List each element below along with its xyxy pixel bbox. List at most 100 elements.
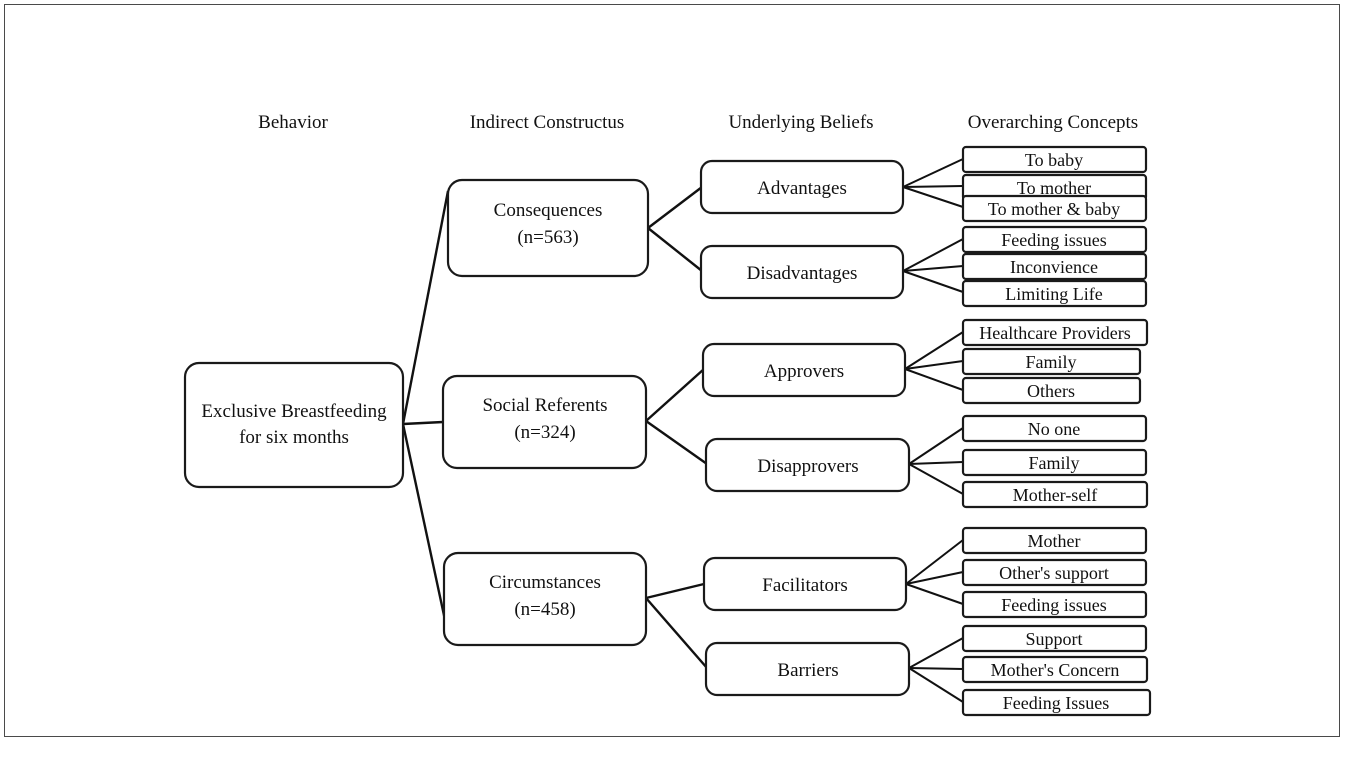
leaf-to-baby[interactable]: To baby xyxy=(961,145,1148,174)
family-1-label: Family xyxy=(1025,352,1076,372)
social-referents-box[interactable] xyxy=(441,374,648,470)
node-advantages[interactable]: Advantages xyxy=(699,159,905,215)
node-facilitators[interactable]: Facilitators xyxy=(702,556,908,612)
node-barriers[interactable]: Barriers xyxy=(704,641,911,697)
column-header-underlying-beliefs: Underlying Beliefs xyxy=(728,112,873,133)
feeding-issues-3-box[interactable] xyxy=(961,688,1152,717)
family-1-box[interactable] xyxy=(961,347,1142,376)
inconvience-box[interactable] xyxy=(961,252,1148,281)
connector-consequences-to-disadvantages xyxy=(647,227,703,272)
mother-box[interactable] xyxy=(961,526,1148,555)
inconvience-label: Inconvience xyxy=(1010,257,1098,277)
leaf-family-1[interactable]: Family xyxy=(961,347,1142,376)
others-box[interactable] xyxy=(961,376,1142,405)
leaf-mother[interactable]: Mother xyxy=(961,526,1148,555)
disapprovers-box[interactable] xyxy=(704,437,911,493)
facilitators-label: Facilitators xyxy=(762,575,847,596)
others-support-box[interactable] xyxy=(961,558,1148,587)
root-label-line1: Exclusive Breastfeeding xyxy=(201,401,387,422)
to-mother-label: To mother xyxy=(1017,178,1091,198)
barriers-box[interactable] xyxy=(704,641,911,697)
support-box[interactable] xyxy=(961,624,1148,653)
leaf-healthcare-providers[interactable]: Healthcare Providers xyxy=(961,318,1149,347)
leaf-feeding-issues-1[interactable]: Feeding issues xyxy=(961,225,1148,254)
node-consequences[interactable]: Consequences (n=563) xyxy=(446,178,650,278)
mothers-concern-box[interactable] xyxy=(961,655,1149,684)
connector-root-to-social-referents xyxy=(402,420,444,426)
root-label-line2: for six months xyxy=(239,427,349,448)
to-mother-and-baby-label: To mother & baby xyxy=(988,199,1120,219)
disadvantages-box[interactable] xyxy=(699,244,905,300)
consequences-label-line1: Consequences xyxy=(494,200,603,221)
leaf-no-one[interactable]: No one xyxy=(961,414,1148,443)
connector-circumstances-to-facilitators xyxy=(645,582,705,600)
connector-barriers-to-feeding-issues xyxy=(908,667,964,703)
node-approvers[interactable]: Approvers xyxy=(701,342,907,398)
healthcare-providers-box[interactable] xyxy=(961,318,1149,347)
connector-approvers-to-healthcare-providers xyxy=(904,331,964,370)
leaf-others-support[interactable]: Other's support xyxy=(961,558,1148,587)
mother-self-label: Mother-self xyxy=(1013,485,1098,505)
root-box[interactable] xyxy=(183,361,405,489)
feeding-issues-2-box[interactable] xyxy=(961,590,1148,619)
advantages-box[interactable] xyxy=(699,159,905,215)
connector-barriers-to-support xyxy=(908,637,964,669)
feeding-issues-1-box[interactable] xyxy=(961,225,1148,254)
leaf-to-mother[interactable]: To mother xyxy=(961,173,1148,202)
limiting-life-label: Limiting Life xyxy=(1005,284,1102,304)
mother-self-box[interactable] xyxy=(961,480,1149,509)
leaf-feeding-issues-2[interactable]: Feeding issues xyxy=(961,590,1148,619)
connector-group-social-referents xyxy=(645,368,708,465)
support-label: Support xyxy=(1025,629,1082,649)
others-support-label: Other's support xyxy=(999,563,1109,583)
connector-group-disadvantages xyxy=(902,238,964,293)
no-one-box[interactable] xyxy=(961,414,1148,443)
connector-facilitators-to-feeding-issues xyxy=(905,583,964,605)
mothers-concern-label: Mother's Concern xyxy=(991,660,1120,680)
node-disapprovers[interactable]: Disapprovers xyxy=(704,437,911,493)
connector-disadvantages-to-inconvience xyxy=(902,265,964,272)
connector-facilitators-to-mother xyxy=(905,539,964,585)
node-disadvantages[interactable]: Disadvantages xyxy=(699,244,905,300)
leaf-inconvience[interactable]: Inconvience xyxy=(961,252,1148,281)
leaf-mothers-concern[interactable]: Mother's Concern xyxy=(961,655,1149,684)
to-baby-box[interactable] xyxy=(961,145,1148,174)
connector-approvers-to-others xyxy=(904,368,964,391)
node-circumstances[interactable]: Circumstances (n=458) xyxy=(442,551,648,647)
feeding-issues-1-label: Feeding issues xyxy=(1001,230,1107,250)
connector-disapprovers-to-no-one xyxy=(908,427,964,465)
mother-label: Mother xyxy=(1028,531,1081,551)
connector-group-advantages xyxy=(902,158,964,208)
family-2-box[interactable] xyxy=(961,448,1148,477)
leaf-support[interactable]: Support xyxy=(961,624,1148,653)
barriers-label: Barriers xyxy=(777,660,838,681)
family-2-label: Family xyxy=(1028,453,1079,473)
leaf-others[interactable]: Others xyxy=(961,376,1142,405)
limiting-life-box[interactable] xyxy=(961,279,1148,308)
leaf-limiting-life[interactable]: Limiting Life xyxy=(961,279,1148,308)
consequences-box[interactable] xyxy=(446,178,650,278)
leaf-mother-self[interactable]: Mother-self xyxy=(961,480,1149,509)
node-social-referents[interactable]: Social Referents (n=324) xyxy=(441,374,648,470)
connector-consequences-to-advantages xyxy=(647,186,703,229)
circumstances-box[interactable] xyxy=(442,551,648,647)
leaf-to-mother-and-baby[interactable]: To mother & baby xyxy=(961,194,1148,223)
disadvantages-label: Disadvantages xyxy=(747,263,858,284)
leaf-feeding-issues-3[interactable]: Feeding Issues xyxy=(961,688,1152,717)
connector-approvers-to-family xyxy=(904,360,964,370)
connector-disadvantages-to-limiting-life xyxy=(902,270,964,293)
node-root[interactable]: Exclusive Breastfeeding for six months xyxy=(183,361,405,489)
consequences-label-line2: (n=563) xyxy=(517,227,578,248)
approvers-box[interactable] xyxy=(701,342,907,398)
connector-social-referents-to-disapprovers xyxy=(645,420,708,465)
leaf-family-2[interactable]: Family xyxy=(961,448,1148,477)
social-referents-label-line2: (n=324) xyxy=(514,422,575,443)
connector-disadvantages-to-feeding-issues xyxy=(902,238,964,272)
connector-facilitators-to-others-support xyxy=(905,571,964,585)
facilitators-box[interactable] xyxy=(702,556,908,612)
to-mother-and-baby-box[interactable] xyxy=(961,194,1148,223)
connector-group-barriers xyxy=(908,637,964,703)
connector-social-referents-to-approvers xyxy=(645,368,705,422)
connector-advantages-to-to-mother xyxy=(902,185,964,188)
